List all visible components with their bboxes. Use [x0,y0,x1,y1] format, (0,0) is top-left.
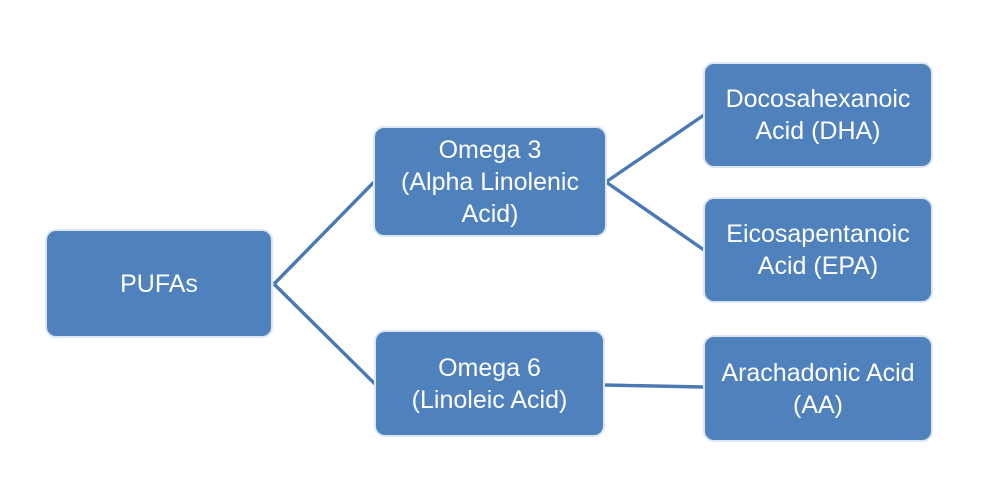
node-omega6: Omega 6 (Linoleic Acid) [374,330,605,437]
node-label-line: (Alpha Linolenic Acid) [401,167,579,228]
connector-omega3-dha [605,113,705,184]
node-epa: Eicosapentanoic Acid (EPA) [703,197,933,303]
node-aa: Arachadonic Acid (AA) [703,335,933,442]
node-pufas: PUFAs [45,229,273,338]
node-label-line: Eicosapentanoic Acid (EPA) [726,220,910,280]
connector-pufas-omega6 [272,282,377,386]
node-label-line: Docosahexanoic Acid (DHA) [725,85,911,145]
node-dha: Docosahexanoic Acid (DHA) [703,62,933,168]
connector-pufas-omega3 [272,180,376,286]
node-label-line: Omega 6 [438,353,541,382]
connector-omega6-aa [603,383,705,389]
node-label-line: Arachadonic Acid (AA) [721,358,915,419]
node-omega3: Omega 3 (Alpha Linolenic Acid) [373,126,607,237]
node-label-line: (Linoleic Acid) [411,385,568,414]
node-label-line: Omega 3 [438,135,542,164]
connector-omega3-epa [605,180,705,252]
node-label-line: PUFAs [120,269,198,298]
